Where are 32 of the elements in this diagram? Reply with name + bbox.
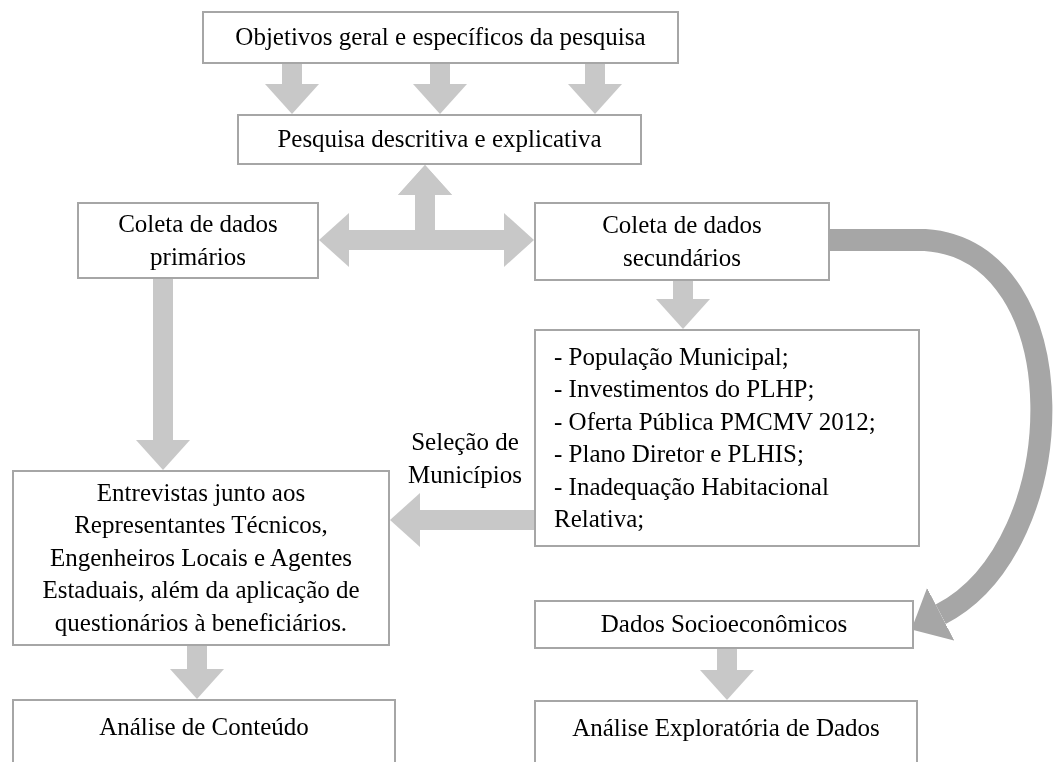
process-box <box>12 470 390 646</box>
curved-block-arrow <box>830 229 1053 639</box>
box-text: Coleta de dados secundários <box>601 210 763 273</box>
process-box <box>534 600 914 649</box>
box-text: Dados Socioeconômicos <box>600 609 848 640</box>
block-arrow <box>398 165 534 267</box>
box-text: Análise Exploratória de Dados <box>572 713 880 743</box>
block-arrow <box>170 646 224 699</box>
block-arrow <box>390 493 534 547</box>
process-box <box>12 699 396 762</box>
process-box <box>77 202 319 279</box>
list-item: - Inadequação Habitacional Relativa; <box>554 471 830 534</box>
box-text: Análise de Conteúdo <box>99 712 309 742</box>
box-text: Objetivos geral e específicos da pesquisa <box>235 22 646 53</box>
list-item: - Plano Diretor e PLHIS; <box>554 439 804 469</box>
block-arrow <box>568 64 622 114</box>
list-item: - População Municipal; <box>554 341 789 372</box>
block-arrow <box>265 64 319 114</box>
list-item: - Oferta Pública PMCMV 2012; <box>554 406 876 437</box>
process-box <box>202 11 679 64</box>
process-box <box>534 202 830 281</box>
list-item: - Investimentos do PLHP; <box>554 374 815 404</box>
block-arrow <box>136 279 190 470</box>
process-box <box>534 700 918 762</box>
box-text: Entrevistas junto aos Representantes Técnicos, Engenheiros Locais e Agentes Estaduais, além da aplicação de questionários à beneficiários. <box>41 477 361 638</box>
box-text: Coleta de dados primários <box>117 209 279 272</box>
process-box <box>237 114 642 165</box>
box-text: Pesquisa descritiva e explicativa <box>277 124 602 155</box>
block-arrow <box>700 649 754 700</box>
block-arrow <box>413 64 467 114</box>
process-box <box>534 329 920 547</box>
block-arrow <box>656 281 710 329</box>
